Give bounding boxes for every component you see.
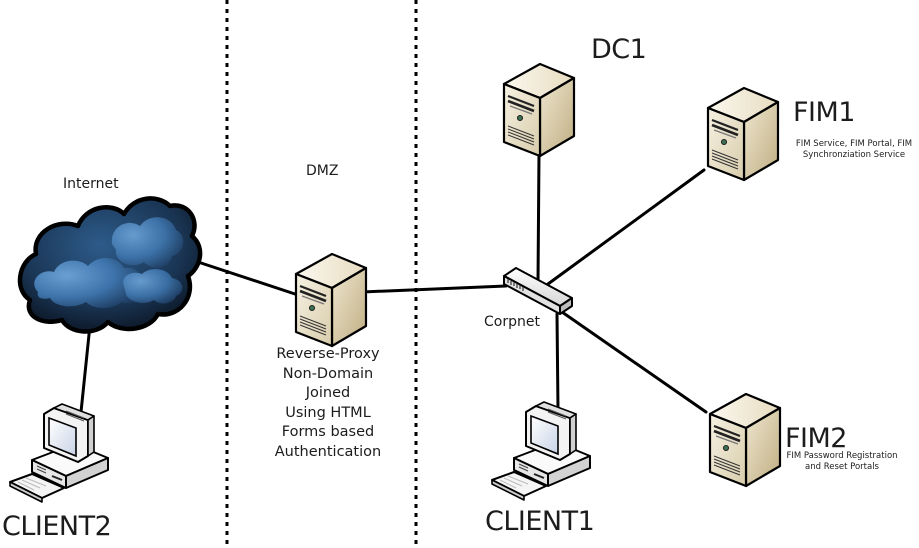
internet-cloud-icon[interactable] <box>17 196 203 334</box>
proxy-description-line: Non-Domain <box>282 365 374 382</box>
client2-label: CLIENT2 <box>2 511 112 542</box>
dmz-zone-label: DMZ <box>306 163 339 179</box>
proxy-description-line: Reverse-Proxy <box>276 346 380 362</box>
link-switch-fim2 <box>560 310 708 414</box>
internet-zone-label: Internet <box>63 176 119 192</box>
link-cloud-proxy <box>196 260 297 296</box>
client1-workstation-icon[interactable] <box>491 401 591 501</box>
client1-label: CLIENT1 <box>485 506 595 537</box>
fim2-label: FIM2 <box>785 423 847 454</box>
fim2-description-line: FIM Password Registration <box>786 451 898 461</box>
proxy-description-line: Authentication <box>274 443 382 460</box>
proxy-server-icon[interactable] <box>294 252 368 348</box>
link-proxy-switch <box>360 284 508 294</box>
fim1-server-icon[interactable] <box>706 86 780 182</box>
fim1-label: FIM1 <box>793 97 855 128</box>
fim2-description-line: and Reset Portals <box>805 462 879 472</box>
fim2-server-icon[interactable] <box>708 392 782 488</box>
fim1-description: FIM Service, FIM Portal, FIM Synchronzia… <box>790 139 918 161</box>
connections <box>79 151 708 414</box>
proxy-description-line: Forms based <box>281 424 375 440</box>
link-switch-fim1 <box>546 168 706 286</box>
link-switch-dc1 <box>536 151 541 284</box>
fim1-description-line: FIM Service, FIM Portal, FIM <box>795 139 913 149</box>
fim2-description: FIM Password Registration and Reset Port… <box>784 451 900 473</box>
dc1-label: DC1 <box>591 34 647 65</box>
corpnet-label: Corpnet <box>484 314 540 330</box>
proxy-description: Reverse-Proxy Non-Domain Joined Using HT… <box>262 345 394 462</box>
fim1-description-line: Synchronziation Service <box>802 150 906 160</box>
proxy-description-line: Using HTML <box>285 404 371 421</box>
corpnet-switch-icon[interactable] <box>503 267 573 315</box>
link-switch-client1 <box>555 312 560 412</box>
dc1-server-icon[interactable] <box>502 62 576 158</box>
link-cloud-client2 <box>79 323 92 414</box>
client2-workstation-icon[interactable] <box>9 403 109 503</box>
proxy-description-line: Joined <box>305 385 351 401</box>
